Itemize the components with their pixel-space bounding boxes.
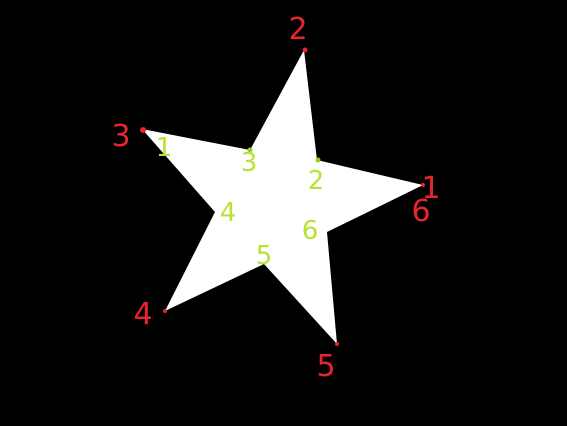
star-shape xyxy=(142,50,423,344)
inner-label-top-left: 3 xyxy=(240,148,258,178)
inner-label-left-arm: 1 xyxy=(155,133,173,163)
inner-mark-upper-left xyxy=(247,147,253,153)
inner-label-bottom: 5 xyxy=(255,241,273,271)
vertex-label-bottom: 5 xyxy=(316,349,336,384)
vertex-label-right-upper: 1 xyxy=(421,171,441,206)
inner-label-top-right: 2 xyxy=(307,166,325,196)
vertex-label-right-lower: 6 xyxy=(411,194,431,229)
inner-label-left: 4 xyxy=(219,198,237,228)
vertex-mark-right xyxy=(421,183,425,187)
vertex-mark-left xyxy=(140,127,146,133)
vertex-label-bottom-left: 4 xyxy=(133,297,153,332)
inner-label-right: 6 xyxy=(301,216,319,246)
vertex-mark-bottom-left xyxy=(163,309,167,313)
vertex-mark-top xyxy=(302,47,308,53)
vertex-label-top: 2 xyxy=(288,12,308,47)
vertex-label-left: 3 xyxy=(111,119,131,154)
vertex-mark-bottom xyxy=(335,342,339,346)
inner-mark-upper-right xyxy=(315,157,321,163)
